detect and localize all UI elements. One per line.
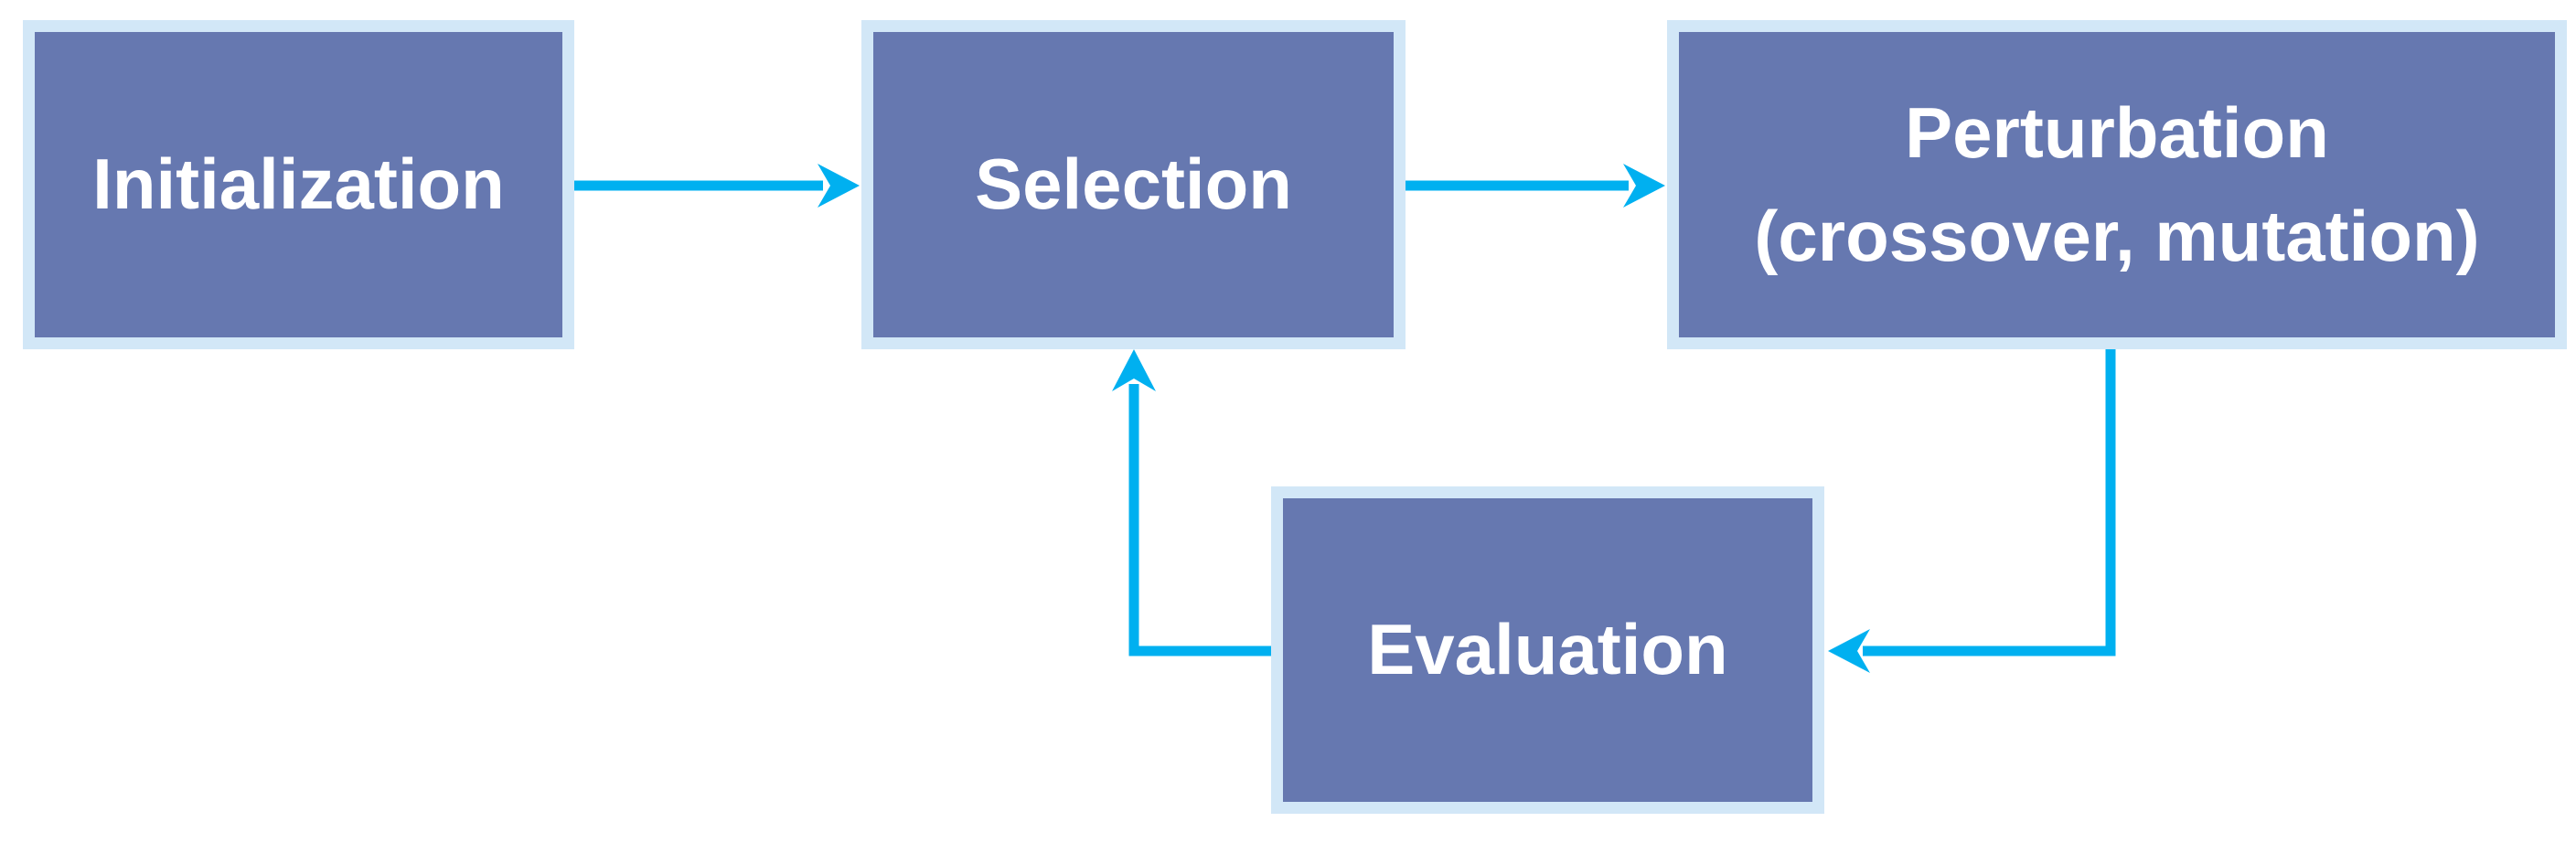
arrow-initialization-to-selection <box>572 164 860 208</box>
arrow-perturbation-to-evaluation <box>1828 347 2116 673</box>
arrow-shaft <box>1128 384 1277 656</box>
perturbation-box: Perturbation (crossover, mutation) <box>1667 20 2567 349</box>
evaluation-label: Evaluation <box>1367 609 1728 690</box>
initialization-label: Initialization <box>92 144 505 225</box>
perturbation-label: Perturbation (crossover, mutation) <box>1754 91 2480 276</box>
selection-box: Selection <box>861 20 1406 349</box>
arrow-evaluation-to-selection <box>1112 349 1277 656</box>
selection-label: Selection <box>975 144 1292 225</box>
arrowhead-left-icon <box>1828 629 1870 673</box>
arrowhead-up-icon <box>1112 349 1156 391</box>
arrowhead-right-icon <box>818 164 860 208</box>
initialization-box: Initialization <box>23 20 574 349</box>
arrow-selection-to-perturbation <box>1406 164 1665 208</box>
evaluation-box: Evaluation <box>1271 486 1824 814</box>
arrow-shaft <box>1863 347 2116 656</box>
arrowhead-right-icon <box>1623 164 1665 208</box>
